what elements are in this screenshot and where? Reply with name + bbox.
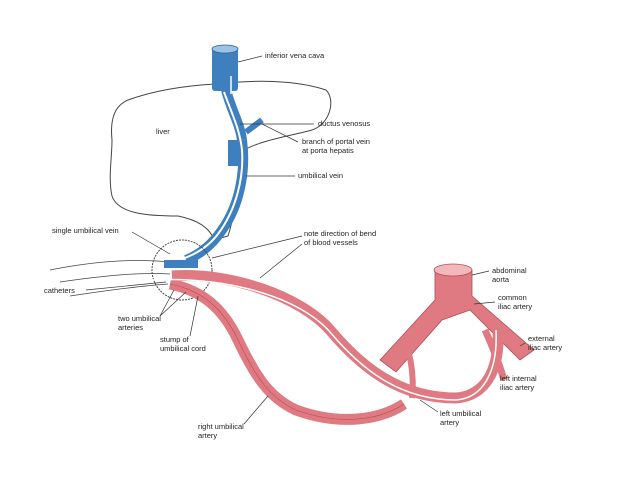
label-stump-1: stump of bbox=[160, 335, 190, 344]
ivc-opening bbox=[211, 44, 239, 54]
label-note-2: of blood vessels bbox=[304, 238, 358, 247]
label-stump-2: umbilical cord bbox=[160, 344, 206, 353]
label-umbilical-vein: umbilical vein bbox=[298, 171, 343, 180]
label-common-2: iliac artery bbox=[498, 302, 532, 311]
label-internal-1: left internal bbox=[500, 374, 537, 383]
abdominal-aorta bbox=[379, 269, 535, 373]
label-right-artery-2: artery bbox=[198, 431, 217, 440]
leader-aorta bbox=[471, 270, 490, 276]
label-external-2: iliac artery bbox=[528, 343, 562, 352]
label-common-1: common bbox=[498, 293, 527, 302]
label-left-artery-1: left umbilical bbox=[440, 409, 482, 418]
label-ductus: ductus venosus bbox=[318, 119, 370, 128]
label-portal-2: at porta hepatis bbox=[302, 146, 354, 155]
leader-common bbox=[473, 301, 496, 305]
right-umbilical-artery-edge bbox=[169, 283, 405, 420]
label-two-arteries-2: arteries bbox=[118, 323, 143, 332]
leader-note-1 bbox=[211, 235, 303, 259]
leader-external bbox=[519, 342, 526, 347]
label-aorta-1: abdominal bbox=[492, 266, 527, 275]
leader-two-arteries bbox=[159, 289, 187, 317]
label-two-arteries-1: two umbilical bbox=[118, 314, 161, 323]
umbilical-cord-strands bbox=[49, 260, 171, 297]
label-note-1: note direction of bend bbox=[304, 229, 376, 238]
label-ivc: inferior vena cava bbox=[265, 51, 325, 60]
left-umbilical-artery-catheter bbox=[149, 278, 497, 401]
ductus-venosus bbox=[221, 88, 247, 141]
label-internal-2: iliac artery bbox=[500, 383, 534, 392]
label-external-1: external bbox=[528, 334, 555, 343]
label-single-vein: single umbilical vein bbox=[52, 226, 119, 235]
umbilical-stump bbox=[151, 239, 213, 301]
portal-vein-branch bbox=[244, 117, 264, 135]
leader-ivc bbox=[237, 55, 263, 63]
leader-single-vein bbox=[131, 231, 171, 255]
aorta-opening bbox=[433, 263, 473, 277]
leader-note-2 bbox=[259, 243, 303, 279]
label-catheters: catheters bbox=[44, 286, 75, 295]
leader-left-artery bbox=[419, 399, 439, 413]
inferior-vena-cava bbox=[212, 47, 238, 91]
umbilical-vein-catheter bbox=[149, 91, 244, 269]
label-liver: liver bbox=[156, 127, 170, 136]
label-portal-1: branch of portal vein bbox=[302, 137, 370, 146]
label-right-artery-1: right umbilical bbox=[198, 422, 244, 431]
leader-portal bbox=[261, 123, 299, 143]
leader-stump bbox=[189, 295, 199, 337]
leader-catheters bbox=[85, 281, 167, 291]
label-aorta-2: aorta bbox=[492, 275, 510, 284]
leader-right-artery bbox=[243, 395, 269, 425]
liver-outline bbox=[109, 80, 332, 241]
label-left-artery-2: artery bbox=[440, 418, 459, 427]
